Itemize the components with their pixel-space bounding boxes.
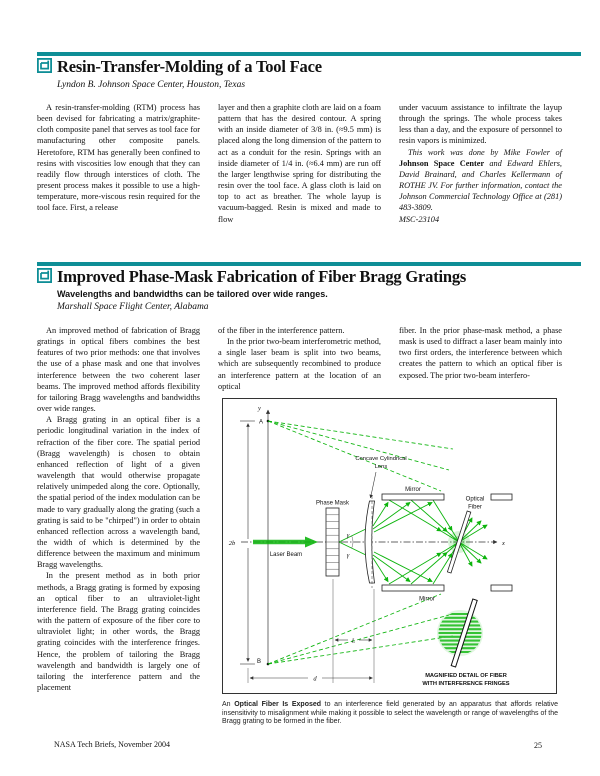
laser-beam-label: Laser Beam (270, 552, 302, 558)
credit-center-name: Johnson Space Center (399, 158, 485, 168)
article2-col2-p1: of the fiber in the interference pattern… (218, 326, 345, 335)
y-axis-label: y (257, 405, 261, 412)
mirror-bottom (381, 584, 445, 592)
gamma-upper-label: γ (347, 532, 350, 539)
dim-l-label: L (351, 638, 356, 645)
phase-mask (325, 507, 340, 577)
dim-2b-label: 2b (229, 540, 236, 547)
article2-col2-p2: In the prior two-beam interferometric me… (218, 337, 381, 391)
phase-mask-label: Phase Mask (316, 501, 350, 507)
article2-rule (37, 262, 581, 266)
article2-column2: of the fiber in the interference pattern… (218, 325, 381, 392)
magnified-fiber (450, 598, 478, 668)
concave-cylindrical-lens (364, 496, 375, 588)
article1-title: Resin-Transfer-Molding of a Tool Face (57, 57, 322, 76)
article2-col1-p1: An improved method of fabrication of Bra… (37, 326, 200, 414)
lens-label-line1: Concave Cylindrical (355, 456, 406, 462)
laser-rays (338, 499, 488, 585)
article1-column3: under vacuum assistance to infiltrate th… (399, 102, 562, 225)
article1-col3-text: under vacuum assistance to infiltrate th… (399, 103, 562, 146)
gamma-arc-upper (351, 535, 354, 543)
dim-d-label: d (313, 676, 317, 683)
optical-fiber-label-line1: Optical (466, 497, 485, 503)
article2-title: Improved Phase-Mask Fabrication of Fiber… (57, 267, 467, 286)
article2-col1-p2: A Bragg grating in an optical fiber is a… (37, 415, 200, 570)
laser-beam-arrowhead (305, 536, 318, 548)
article1-column1: A resin-transfer-molding (RTM) process h… (37, 102, 200, 214)
virtual-ray-fan-b (267, 593, 454, 665)
article2-byline: Marshall Space Flight Center, Alabama (57, 302, 209, 312)
virtual-ray-fan-a (267, 420, 454, 492)
article2-subtitle: Wavelengths and bandwidths can be tailor… (57, 289, 328, 299)
magnified-detail-label-line1: MAGNIFIED DETAIL OF FIBER (425, 673, 507, 679)
mirror-bottom-label: Mirror (419, 597, 435, 603)
techbriefs-icon (36, 267, 52, 283)
figure-caption: An Optical Fiber Is Exposed to an interf… (222, 701, 558, 726)
optical-fiber-label-line2: Fiber (468, 505, 482, 511)
mirror-top-label: Mirror (405, 487, 421, 493)
point-b-label: B (257, 659, 261, 665)
article1-byline: Lyndon B. Johnson Space Center, Houston,… (57, 80, 246, 90)
mirror-bottom-segment (490, 584, 513, 592)
lens-label-arrow (369, 471, 377, 499)
x-axis-label: x (501, 540, 505, 547)
article1-column2: layer and then a graphite cloth are laid… (218, 102, 381, 225)
figure-canvas: x y A B 2b (229, 405, 513, 687)
article2-column3: fiber. In the prior phase-mask method, a… (399, 325, 562, 381)
point-a-label: A (259, 420, 263, 426)
article2-col3-p1: fiber. In the prior phase-mask method, a… (399, 326, 562, 380)
magnified-detail-label-line2: WITH INTERFERENCE FRINGES (422, 681, 509, 687)
optical-fiber (446, 510, 472, 574)
gamma-arc-lower (351, 541, 354, 549)
article1-credit: This work was done by Mike Fowler of Joh… (399, 147, 563, 213)
article2-col1-p3: In the present method as in both prior m… (37, 571, 200, 692)
journal-footer: NASA Tech Briefs, November 2004 (54, 740, 170, 749)
techbriefs-icon (36, 57, 52, 73)
article2-column1: An improved method of fabrication of Bra… (37, 325, 200, 693)
magnified-fiber-detail (437, 598, 483, 668)
page-number: 25 (534, 741, 542, 750)
mirror-top (381, 493, 445, 501)
article1-col1-text: A resin-transfer-molding (RTM) process h… (37, 103, 200, 213)
lens-label-line2: Lens (375, 464, 388, 470)
caption-lead-in: Optical Fiber Is Exposed (234, 701, 322, 708)
article1-ref-number: MSC-23104 (399, 214, 440, 224)
article1-rule (37, 52, 581, 56)
optical-apparatus-figure: x y A B 2b (222, 398, 557, 694)
gamma-lower-label: γ (347, 552, 350, 559)
mirror-top-segment (490, 493, 513, 501)
article1-col2-text: layer and then a graphite cloth are laid… (218, 103, 381, 224)
